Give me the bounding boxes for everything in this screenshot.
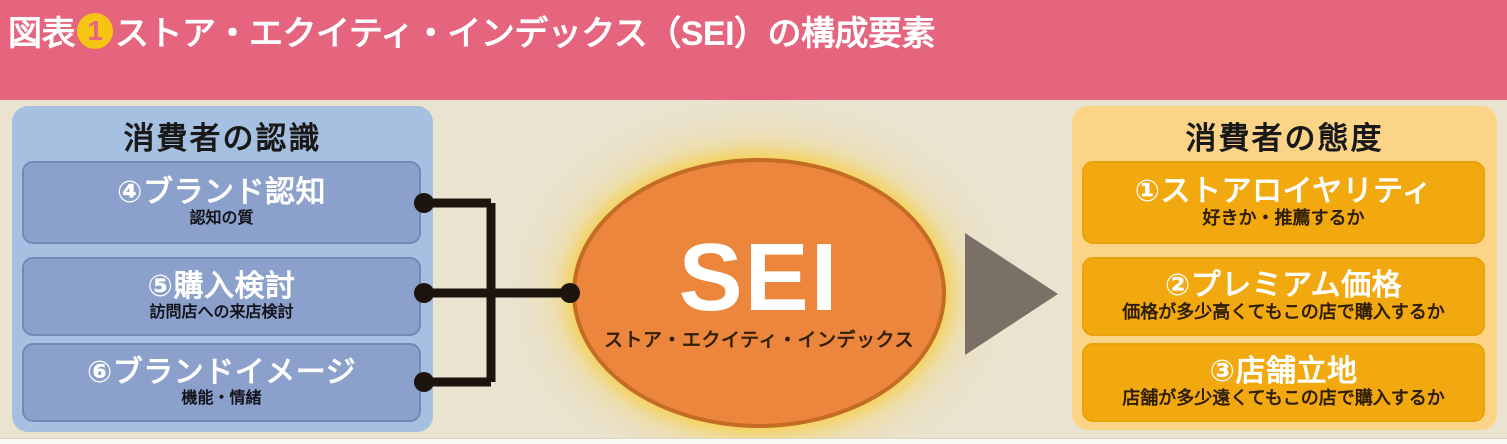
sei-acronym: SEI <box>678 223 840 331</box>
store-loyalty-box: ①ストアロイヤリティ 好きか・推薦するか <box>1082 161 1485 244</box>
sei-label: ストア・エクイティ・インデックス <box>604 330 914 352</box>
purchase-consideration-sublabel: 訪問店への来店検討 <box>149 303 294 321</box>
store-location-sublabel: 店舗が多少遠くてもこの店で購入するか <box>1122 388 1445 409</box>
figure-title-text: ストア・エクイティ・インデックス（SEI）の構成要素 <box>115 15 936 53</box>
brand-image-label: ⑥ブランドイメージ <box>86 356 357 390</box>
store-location-box: ③店舗立地 店舗が多少遠くてもこの店で購入するか <box>1082 343 1485 422</box>
consumer-perception-title: 消費者の認識 <box>123 121 322 156</box>
consumer-perception-panel: 消費者の認識 ④ブランド認知 認知の質 ⑤購入検討 訪問店への来店検討 ⑥ブラン… <box>12 106 433 432</box>
consumer-attitude-panel: 消費者の態度 ①ストアロイヤリティ 好きか・推薦するか ②プレミアム価格 価格が… <box>1072 106 1497 430</box>
store-loyalty-sublabel: 好きか・推薦するか <box>1202 208 1365 229</box>
figure-number-badge: 1 <box>77 12 113 49</box>
bottom-strip <box>0 438 1507 444</box>
brand-image-sublabel: 機能・情緒 <box>181 389 262 407</box>
premium-price-box: ②プレミアム価格 価格が多少高くてもこの店で購入するか <box>1082 257 1485 336</box>
figure-title-prefix: 図表 <box>8 15 76 53</box>
figure-number: 1 <box>87 14 103 46</box>
consumer-attitude-title: 消費者の態度 <box>1185 121 1384 156</box>
store-loyalty-label: ①ストアロイヤリティ <box>1134 174 1433 208</box>
brand-awareness-sublabel: 認知の質 <box>189 209 254 227</box>
arrow-right-icon <box>965 233 1058 355</box>
brand-awareness-box: ④ブランド認知 認知の質 <box>22 161 421 244</box>
store-location-label: ③店舗立地 <box>1209 354 1358 388</box>
purchase-consideration-box: ⑤購入検討 訪問店への来店検討 <box>22 257 421 336</box>
sei-ellipse: SEI ストア・エクイティ・インデックス <box>572 158 946 428</box>
header-band: 図表 1 ストア・エクイティ・インデックス（SEI）の構成要素 <box>0 0 1507 100</box>
premium-price-label: ②プレミアム価格 <box>1164 268 1403 302</box>
premium-price-sublabel: 価格が多少高くてもこの店で購入するか <box>1122 302 1445 323</box>
brand-image-box: ⑥ブランドイメージ 機能・情緒 <box>22 343 421 422</box>
brand-awareness-label: ④ブランド認知 <box>117 176 326 210</box>
figure-title: 図表 1 ストア・エクイティ・インデックス（SEI）の構成要素 <box>8 6 936 55</box>
purchase-consideration-label: ⑤購入検討 <box>147 270 296 304</box>
